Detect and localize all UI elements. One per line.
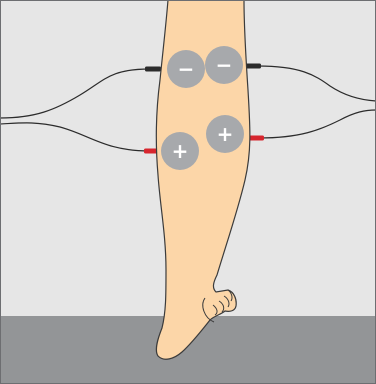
minus-sign: − (216, 53, 233, 77)
connector-upper-right (245, 64, 261, 69)
electrode-lower-right: + (206, 115, 244, 153)
plus-sign: + (217, 122, 234, 146)
electrode-upper-right: − (205, 46, 243, 84)
electrode-upper-left: − (167, 50, 205, 88)
plus-sign: + (172, 139, 189, 163)
electrode-lower-left: + (161, 132, 199, 170)
minus-sign: − (178, 57, 195, 81)
connector-upper-left (145, 67, 161, 72)
